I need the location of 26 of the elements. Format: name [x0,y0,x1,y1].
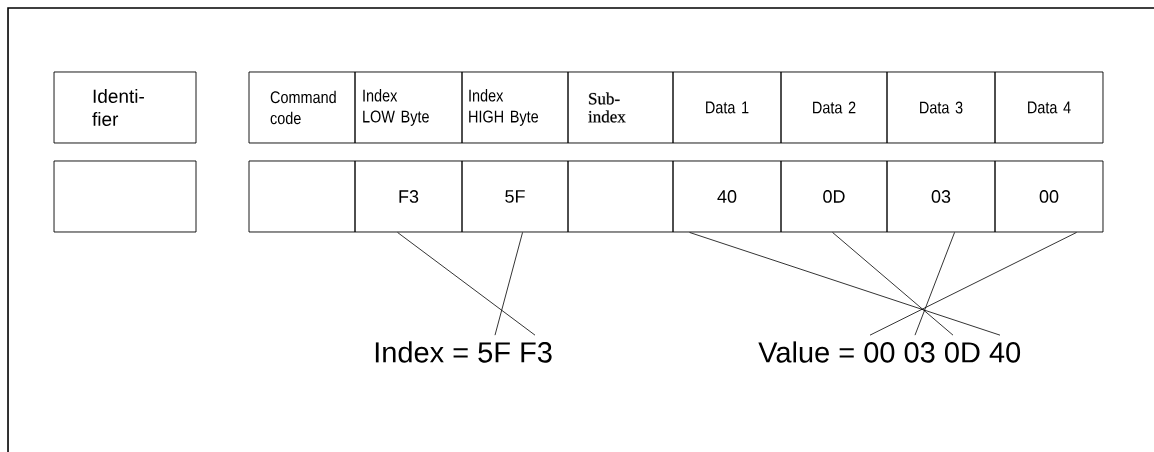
identifier-box: Identi- fier [53,71,197,144]
value-cell: 03 [886,160,996,233]
result-text: Value = 00 03 0D 40 [758,341,1021,363]
header-cell: Sub- index [567,71,674,144]
leader-line [397,232,536,336]
header-cell: Index LOW Byte [354,71,463,144]
value-cell: 0D [780,160,888,233]
result-text: Index = 5F F3 [375,341,552,363]
header-cell: Data 2 [780,71,888,144]
value-cell [248,160,356,233]
header-cell: Command code [248,71,356,144]
header-cell: Data 4 [994,71,1104,144]
value-cell: 40 [672,160,782,233]
leader-line [869,232,1077,336]
leader-line [914,232,955,336]
value-cell: 00 [994,160,1104,233]
header-cell: Index HIGH Byte [461,71,569,144]
header-cell: Data 3 [886,71,996,144]
header-cell: Data 1 [672,71,782,144]
empty-box [53,160,197,233]
leader-line [832,232,954,336]
value-cell: 5F [461,160,569,233]
value-cell: F3 [354,160,463,233]
leader-line [494,232,523,336]
value-cell [567,160,674,233]
leader-line [689,232,1001,336]
